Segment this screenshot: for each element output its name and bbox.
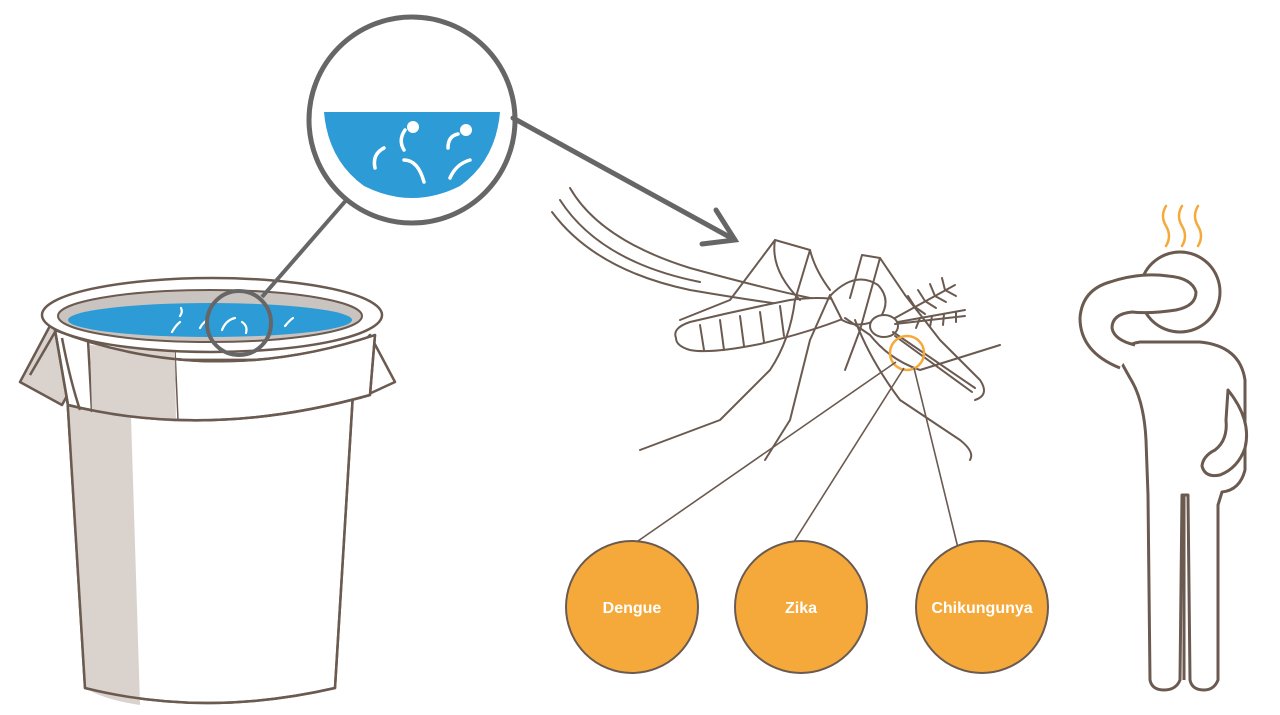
- disease-label-zika: Zika: [785, 600, 817, 617]
- arrow-icon: [513, 118, 735, 244]
- bucket-icon: [20, 278, 395, 705]
- disease-dengue: Dengue: [566, 541, 698, 673]
- sick-person-icon: [1080, 252, 1247, 690]
- disease-label-dengue: Dengue: [603, 600, 662, 617]
- disease-connectors: [625, 362, 958, 550]
- disease-label-chikungunya: Chikungunya: [931, 600, 1032, 617]
- mosquito-icon: [552, 188, 1000, 460]
- magnifier-icon: [309, 17, 515, 223]
- heat-wave-icon: [1163, 206, 1201, 246]
- disease-zika: Zika: [735, 541, 867, 673]
- disease-chikungunya: Chikungunya: [916, 541, 1048, 673]
- magnifier-connector: [262, 190, 355, 297]
